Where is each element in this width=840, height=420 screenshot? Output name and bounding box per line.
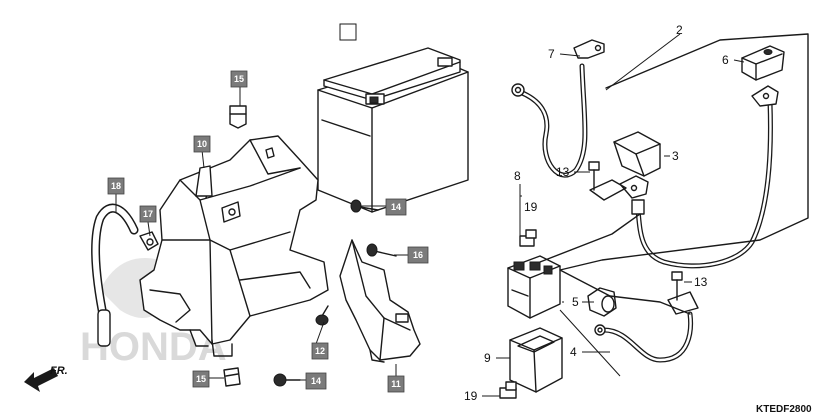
- callout-9: 9: [484, 351, 491, 365]
- boxed-callout-12: 12: [315, 346, 325, 356]
- battery: [317, 47, 469, 213]
- bolt-13-upper: [588, 161, 627, 201]
- callout-13-lower: 13: [694, 275, 708, 289]
- boxed-callout-15-top: 15: [234, 74, 244, 84]
- battery-strap: [195, 165, 213, 197]
- callout-13-upper: 13: [556, 165, 570, 179]
- boxed-callout-17: 17: [143, 209, 153, 219]
- clip-nut-top: [229, 105, 247, 129]
- boxed-callout-14-bottom: 14: [311, 376, 321, 386]
- bolt-16: [366, 243, 397, 257]
- starter-cable: [594, 311, 693, 363]
- relay-cover: [509, 327, 563, 393]
- callout-8: 8: [514, 169, 521, 183]
- callout-19-upper: 19: [524, 200, 538, 214]
- callout-7: 7: [548, 47, 555, 61]
- callout-3: 3: [672, 149, 679, 163]
- relay-harness: [559, 269, 691, 315]
- terminal-cover-3: [613, 131, 661, 177]
- callout-19-lower: 19: [464, 389, 478, 403]
- boxed-callout-18: 18: [111, 181, 121, 191]
- boxed-callout-11: 11: [391, 379, 401, 389]
- drain-tube: [91, 203, 139, 347]
- fuse-19-upper: [519, 229, 537, 247]
- boxed-callout-15-bottom: 15: [196, 374, 206, 384]
- clip-nut-bottom: [223, 367, 241, 387]
- front-label: FR.: [50, 365, 68, 377]
- tube-clip: [139, 231, 159, 251]
- leader-lines: [115, 33, 745, 397]
- front-direction-arrow: FR.: [24, 365, 68, 392]
- boxed-callouts: 15 10 18 17 14 16 12 11 15 14: [107, 70, 429, 393]
- starter-relay: [507, 255, 561, 319]
- relay-harness-upper: [539, 213, 641, 263]
- bolt-13-lower: [667, 271, 699, 315]
- battery-bracket: [339, 239, 421, 363]
- callout-6: 6: [722, 53, 729, 67]
- boxed-callout-16: 16: [413, 250, 423, 260]
- boxed-callout-14-top: 14: [391, 202, 401, 212]
- callout-2: 2: [676, 23, 683, 37]
- battery-blank-callout-box: [339, 23, 357, 41]
- callout-5: 5: [572, 295, 579, 309]
- diagram-code: KTEDF2800: [756, 404, 812, 415]
- callout-labels: 2 7 6 3 13 8 19 13 5 4 9 19: [464, 23, 729, 403]
- battery-box: [139, 135, 329, 357]
- positive-cable: [619, 85, 779, 269]
- bolt-12: [315, 305, 329, 326]
- callout-4: 4: [570, 345, 577, 359]
- kit-outline: [559, 33, 809, 271]
- negative-cable: [511, 39, 605, 178]
- fuse-19-lower: [499, 381, 517, 399]
- terminal-cover-6: [741, 45, 785, 81]
- boxed-callout-10: 10: [197, 139, 207, 149]
